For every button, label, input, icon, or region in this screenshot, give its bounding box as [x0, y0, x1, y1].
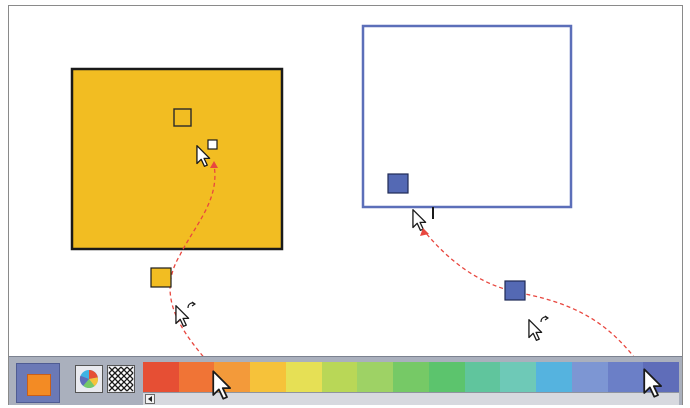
dragged-swatch-blue-dropped	[387, 173, 409, 194]
fill-swatch-container[interactable]	[16, 363, 60, 403]
scroll-left-arrow-icon[interactable]	[145, 394, 155, 404]
arrow-head-left	[210, 161, 218, 168]
drop-target-outline	[173, 108, 192, 127]
color-swatch[interactable]	[607, 362, 644, 392]
drag-cursor-icon	[175, 304, 190, 328]
arrow-head-right	[420, 228, 429, 236]
fill-swatch[interactable]	[27, 374, 51, 396]
pointer-cursor-icon	[643, 368, 662, 398]
dragged-swatch-blue	[504, 280, 526, 301]
no-fill-button[interactable]	[107, 365, 135, 393]
color-swatch[interactable]	[357, 362, 394, 392]
color-swatch[interactable]	[571, 362, 608, 392]
pointer-cursor-icon	[212, 370, 231, 400]
color-swatch[interactable]	[143, 362, 179, 392]
color-swatch[interactable]	[464, 362, 501, 392]
color-swatch[interactable]	[250, 362, 286, 392]
pointer-cursor-icon	[412, 208, 427, 232]
no-fill-pattern-icon	[108, 366, 134, 392]
drag-copy-icon	[187, 301, 196, 309]
color-swatch[interactable]	[393, 362, 429, 392]
color-swatch[interactable]	[500, 362, 537, 392]
drop-indicator-small	[207, 139, 218, 150]
swatch-strip[interactable]	[143, 362, 680, 392]
color-swatch[interactable]	[285, 362, 322, 392]
dragged-swatch-orange	[150, 267, 172, 288]
color-swatch[interactable]	[321, 362, 358, 392]
drag-copy-icon	[540, 315, 549, 323]
color-swatch[interactable]	[178, 362, 215, 392]
drag-path-left	[169, 164, 222, 379]
color-swatch[interactable]	[428, 362, 465, 392]
filled-square-shape[interactable]	[70, 67, 284, 251]
swatch-scrollbar[interactable]	[143, 392, 679, 405]
color-wheel-icon	[79, 370, 98, 388]
drag-cursor-icon	[528, 318, 543, 342]
drag-path-right	[424, 231, 645, 371]
color-swatch[interactable]	[536, 362, 572, 392]
color-wheel-button[interactable]	[75, 365, 103, 393]
color-toolbar	[9, 356, 682, 405]
